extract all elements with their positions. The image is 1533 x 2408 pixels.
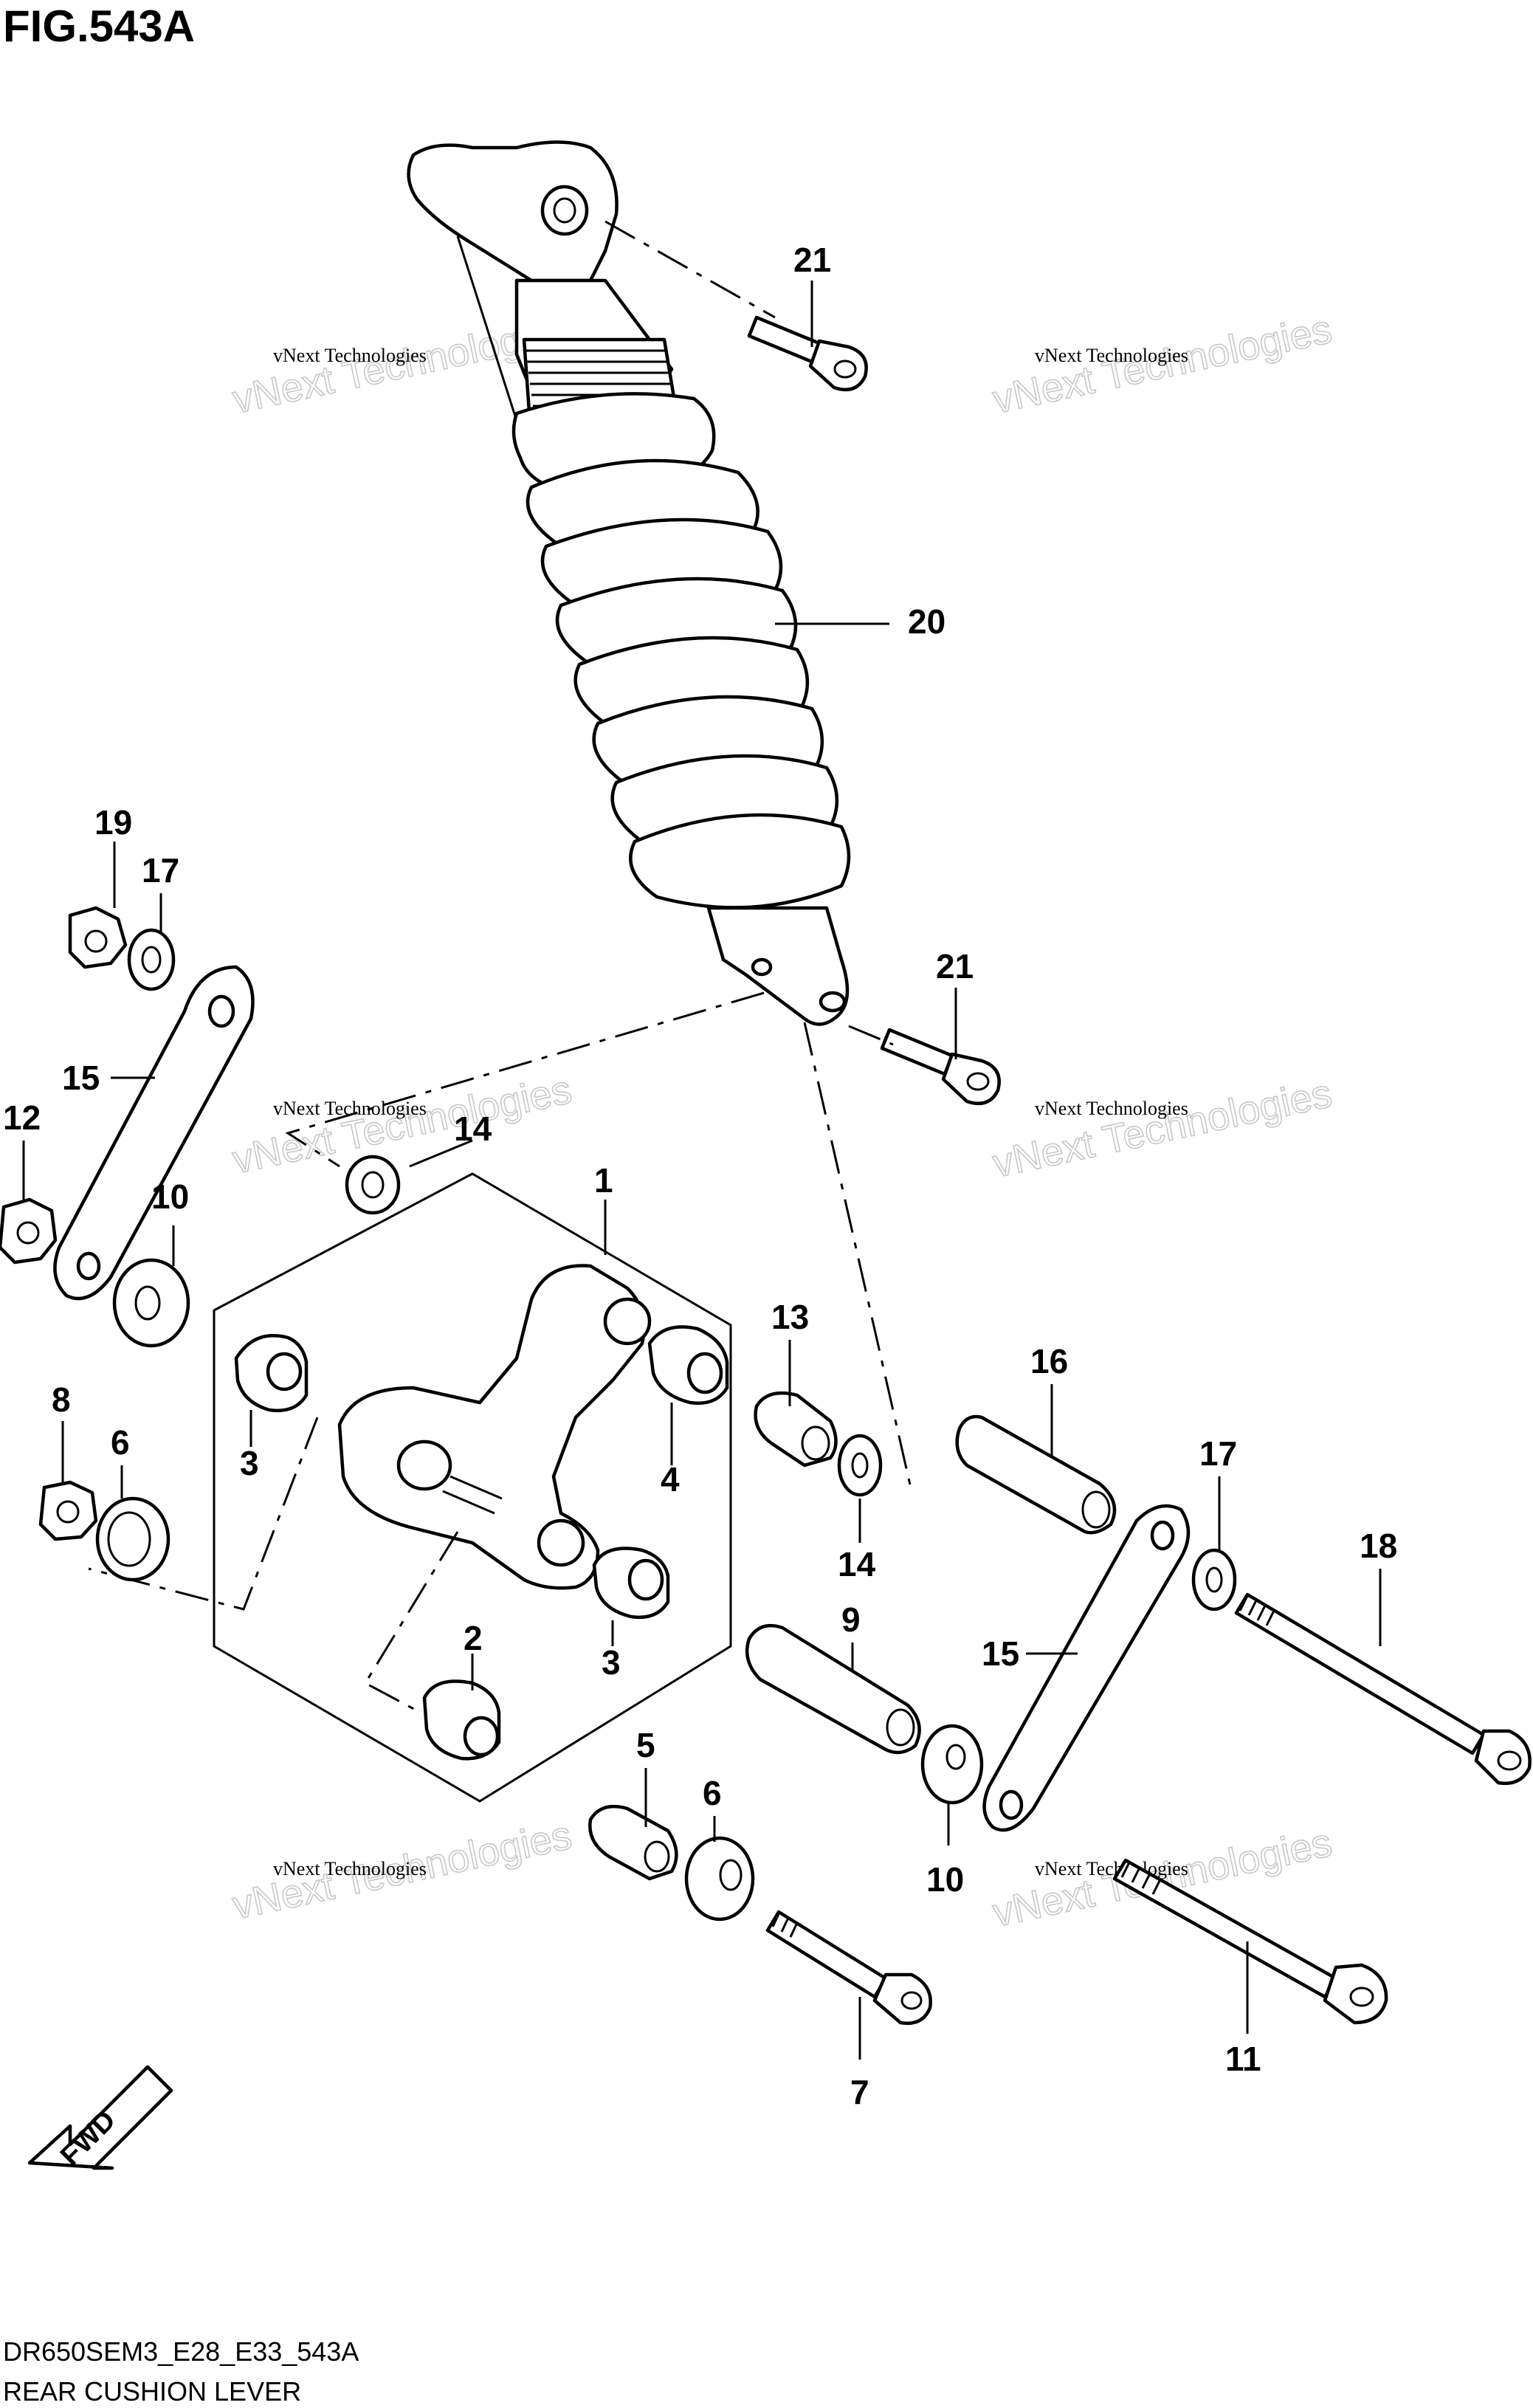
callout-20: 20 [908,602,945,641]
washer-6-left [95,1496,170,1582]
svg-text:vNext Technologies: vNext Technologies [1035,1858,1188,1879]
bushing-4 [647,1325,729,1406]
callout-12: 12 [3,1098,41,1137]
callout-3-right: 3 [602,1643,621,1682]
svg-text:vNext Technologies: vNext Technologies [273,345,427,366]
callout-11: 11 [1225,2040,1261,2078]
washer-14-right [837,1434,883,1497]
callout-2: 2 [464,1619,483,1657]
svg-text:vNext Technologies: vNext Technologies [1035,1098,1188,1119]
bolt-11 [1112,1858,1388,2025]
collar-5 [588,1804,678,1881]
bushing-3-right [592,1547,670,1620]
callout-labels: 21 20 21 1 19 17 15 12 10 14 3 4 3 2 8 6… [3,241,1397,2111]
callout-15-left: 15 [62,1059,100,1097]
cushion-rod-15-right [982,1504,1191,1832]
washer-10-right [920,1724,984,1805]
callout-21-bottom: 21 [936,947,974,985]
alignment-line [285,991,765,1168]
bushing-2 [422,1679,501,1761]
collar-13 [754,1391,838,1468]
washer-17-left [127,928,176,991]
callout-8: 8 [52,1380,71,1419]
callout-9: 9 [841,1600,861,1639]
nut-8 [38,1480,98,1541]
alignment-line [604,220,776,319]
collar-14-left [345,1155,401,1215]
svg-text:vNext Technologies: vNext Technologies [229,1067,576,1183]
cushion-rod-15-left [53,965,255,1301]
shaft-9 [745,1623,921,1755]
watermark-top-right: vNext Technologies vNext Technologies [988,306,1336,422]
group-box-cushion-lever [213,1172,732,1803]
callout-6-left: 6 [111,1423,130,1462]
leader-lines [22,281,1382,2060]
nut-19 [68,906,128,969]
callout-6-right: 6 [703,1774,722,1812]
shaft-16 [955,1414,1117,1535]
watermark-bottom-right: vNext Technologies vNext Technologies [988,1820,1336,1936]
diagram-caption: REAR CUSHION LEVER [3,2376,301,2404]
cushion-lever [337,1264,652,1590]
callout-4: 4 [661,1460,680,1499]
callout-16: 16 [1030,1342,1068,1380]
bushing-3-left [234,1334,309,1413]
alignment-line [803,1022,913,1492]
callout-3-left: 3 [240,1444,259,1482]
svg-text:vNext Technologies: vNext Technologies [989,1071,1336,1186]
callout-18: 18 [1360,1527,1397,1565]
fwd-arrow-icon: FWD [27,2065,173,2172]
svg-text:vNext Technologies: vNext Technologies [1035,345,1188,366]
callout-17-left: 17 [142,851,179,890]
nut-12 [0,1197,58,1265]
svg-text:vNext Technologies: vNext Technologies [273,1858,427,1879]
watermark-mid-left: vNext Technologies vNext Technologies [228,1067,576,1183]
bolt-21-top [747,315,868,392]
callout-21-top: 21 [793,241,831,279]
bolt-21-bottom [880,1028,1001,1106]
washer-10-left [112,1258,190,1348]
figure-title: FIG.543A [3,1,195,51]
watermark-mid-right: vNext Technologies vNext Technologies [988,1070,1336,1186]
callout-19: 19 [94,803,132,842]
callout-1: 1 [594,1161,613,1200]
bolt-7 [765,1910,932,2026]
alignment-line [88,1417,319,1611]
watermark-bottom-left: vNext Technologies vNext Technologies [228,1812,576,1928]
callout-15-right: 15 [982,1634,1019,1673]
callout-17-right: 17 [1199,1434,1237,1473]
callout-5: 5 [636,1726,655,1764]
callout-10-right: 10 [926,1860,964,1899]
callout-7: 7 [850,2073,869,2111]
callout-14-left: 14 [454,1110,492,1148]
callout-13: 13 [771,1298,809,1336]
alignment-line [848,1025,894,1046]
callout-10-left: 10 [151,1177,189,1216]
callout-14-right: 14 [838,1545,876,1583]
washer-6-right [684,1836,755,1922]
rear-shock-absorber [407,140,851,1026]
washer-17-right [1191,1548,1237,1611]
bolt-18 [1234,1592,1532,1786]
diagram-code: DR650SEM3_E28_E33_543A [3,2336,359,2367]
